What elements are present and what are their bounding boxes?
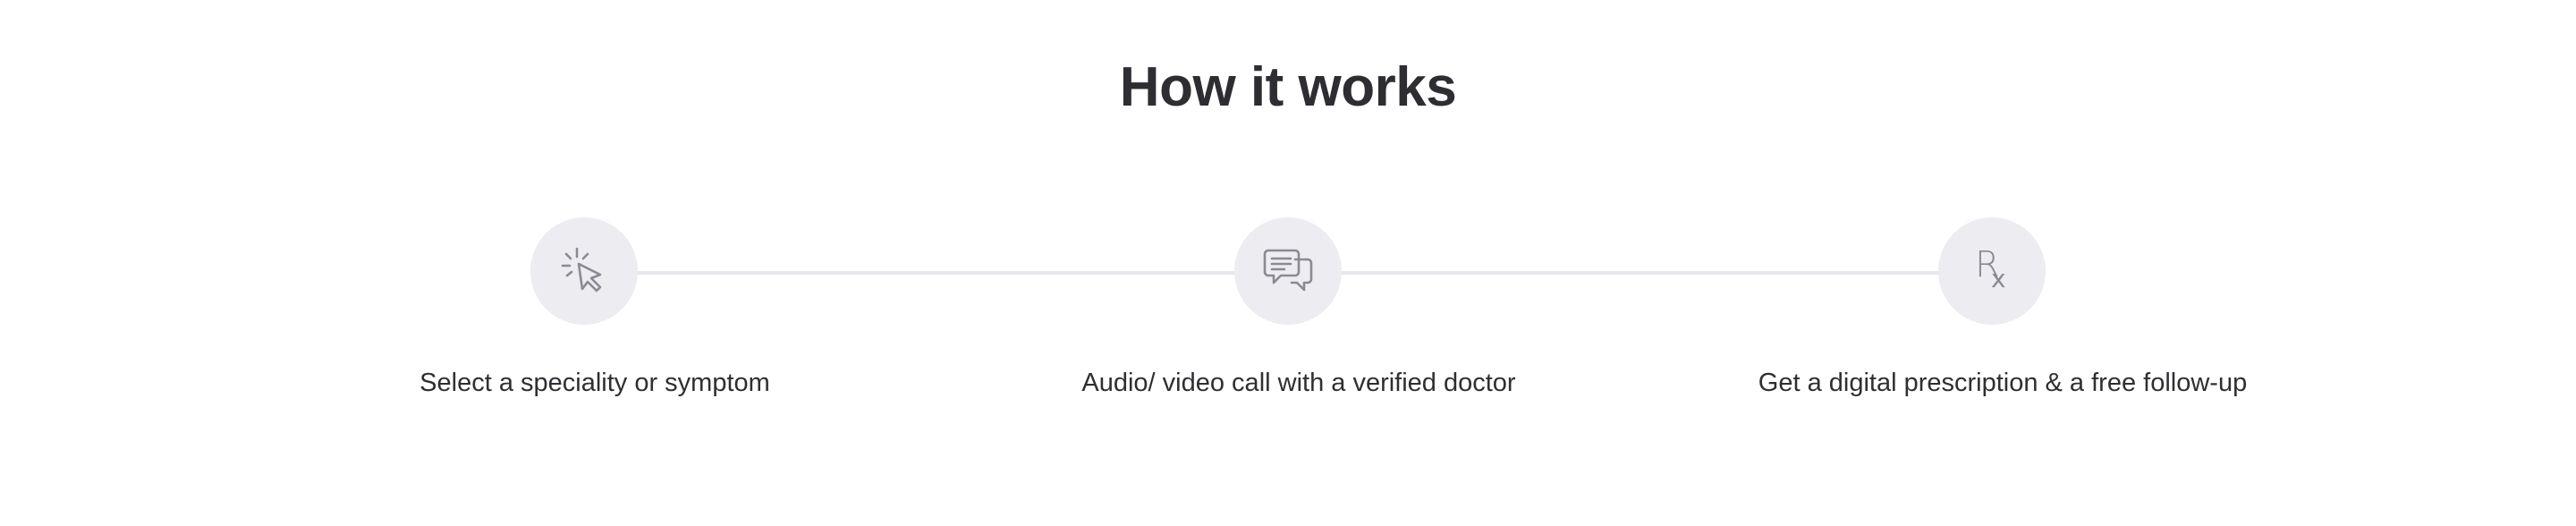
- step-connector-2-3: [1342, 271, 1941, 275]
- rx-glyph-x: x: [1991, 264, 2006, 293]
- step-1-icon-circle: [530, 217, 638, 325]
- step-2-label: Audio/ video call with a verified doctor: [1081, 369, 1516, 397]
- cursor-click-icon: [561, 246, 607, 296]
- step-3-label: Get a digital prescription & a free foll…: [1758, 369, 2248, 397]
- step-1-label: Select a speciality or symptom: [419, 369, 770, 397]
- rx-glyph-r: R: [1975, 244, 2000, 285]
- step-connector-1-2: [635, 271, 1234, 275]
- chat-bubbles-icon: [1261, 247, 1315, 295]
- prescription-rx-icon: R x: [1971, 244, 2012, 294]
- step-3-icon-circle: R x: [1938, 217, 2046, 325]
- section-title: How it works: [1119, 56, 1457, 118]
- step-2-icon-circle: [1234, 217, 1342, 325]
